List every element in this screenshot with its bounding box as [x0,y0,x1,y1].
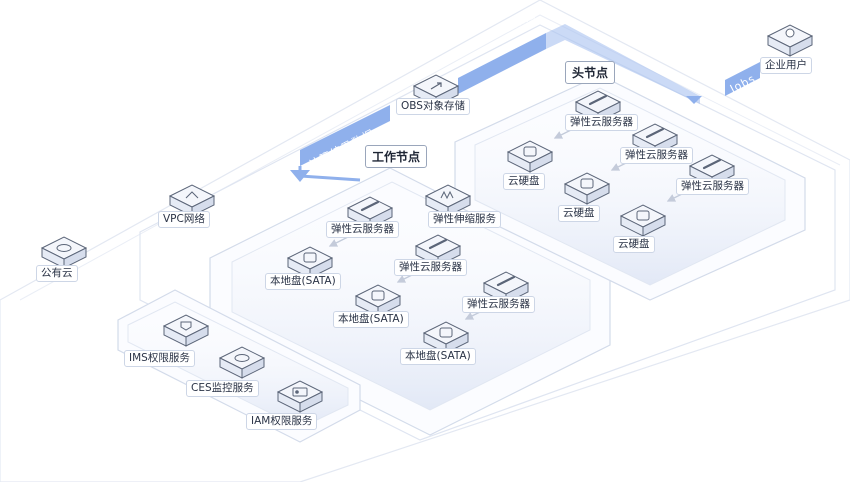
vpc-label: VPC网络 [158,211,210,228]
work-disk-label-2: 本地盘(SATA) [333,311,409,328]
obs-label: OBS对象存储 [396,98,470,115]
disk-icon [506,140,554,173]
iam-label: IAM权限服务 [246,413,318,430]
head-disk-label-3: 云硬盘 [613,236,655,253]
head-ecs-label-2: 弹性云服务器 [620,147,693,164]
server-icon [482,271,530,304]
flow-down-arrow [686,96,702,104]
head-ecs-label-3: 弹性云服务器 [676,178,749,195]
user-icon [766,24,814,57]
disk-icon [563,172,611,205]
cloud-icon [40,236,88,269]
flow-jobs [725,62,760,96]
work-ecs-label-3: 弹性云服务器 [462,296,535,313]
scaling-icon [424,184,472,217]
work-ecs-label-1: 弹性云服务器 [326,221,399,238]
work-ecs-label-2: 弹性云服务器 [394,259,467,276]
monitor-icon [218,346,266,379]
flow-upload-download [458,24,700,104]
disk-icon [619,204,667,237]
storage-icon [412,74,460,107]
work-disk-label-1: 本地盘(SATA) [265,273,341,290]
work-node-header: 工作节点 [365,145,428,168]
id-card-icon [276,380,324,413]
head-node-zone [454,74,806,301]
flow-compute-results [290,105,390,182]
network-icon [168,184,216,217]
head-disk-label-1: 云硬盘 [503,173,545,190]
head-node-header: 头节点 [565,61,616,84]
user-label: 企业用户 [760,57,812,74]
head-ecs-label-1: 弹性云服务器 [565,114,638,131]
head-disk-label-2: 云硬盘 [558,205,600,222]
public-cloud-label: 公有云 [36,265,78,282]
vpc-zone [139,24,836,441]
shield-icon [162,314,210,347]
work-disk-label-3: 本地盘(SATA) [400,348,476,365]
ims-label: IMS权限服务 [124,350,195,367]
auto-scaling-label: 弹性伸缩服务 [428,211,501,228]
ces-label: CES监控服务 [186,380,259,397]
